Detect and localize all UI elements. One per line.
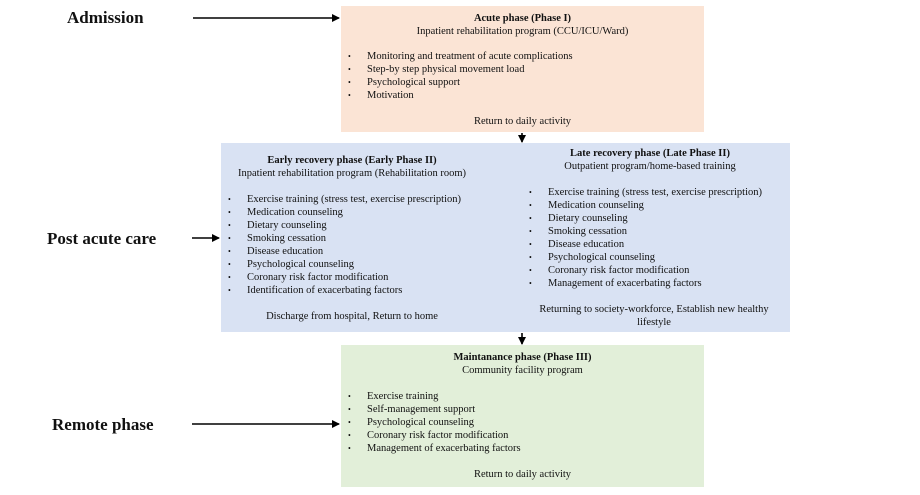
- late-recovery-item-text: Smoking cessation: [548, 226, 628, 237]
- bullet-icon: •: [228, 286, 231, 295]
- acute-phase-item-text: Motivation: [367, 90, 414, 101]
- maintenance-phase-item-text: Psychological counseling: [367, 417, 475, 428]
- bullet-icon: •: [228, 195, 231, 204]
- late-recovery-list-item: • Management of exacerbating factors: [529, 277, 762, 290]
- early-recovery-title: Early recovery phase (Early Phase II): [267, 155, 437, 166]
- maintenance-phase-item-text: Exercise training: [367, 391, 439, 402]
- acute-phase-footer: Return to daily activity: [473, 116, 572, 127]
- early-recovery-item-text: Exercise training (stress test, exercise…: [247, 194, 462, 205]
- bullet-icon: •: [348, 431, 351, 440]
- late-recovery-list-item: • Dietary counseling: [529, 212, 762, 225]
- acute-phase-list-item: • Psychological support: [348, 76, 573, 89]
- bullet-icon: •: [228, 260, 231, 269]
- late-recovery-item-text: Exercise training (stress test, exercise…: [548, 187, 763, 198]
- late-recovery-item-text: Management of exacerbating factors: [548, 278, 702, 289]
- maintenance-phase-list-item: • Coronary risk factor modification: [348, 429, 521, 442]
- bullet-icon: •: [228, 221, 231, 230]
- maintenance-phase-title: Maintanance phase (Phase III): [453, 352, 592, 363]
- early-recovery-item-text: Disease education: [247, 246, 324, 257]
- bullet-icon: •: [529, 266, 532, 275]
- early-recovery-item-text: Coronary risk factor modification: [247, 272, 389, 283]
- bullet-icon: •: [348, 418, 351, 427]
- early-recovery-item-text: Medication counseling: [247, 207, 343, 218]
- bullet-icon: •: [228, 234, 231, 243]
- early-recovery-list-item: • Identification of exacerbating factors: [228, 284, 461, 297]
- acute-phase-list-item: • Monitoring and treatment of acute compl…: [348, 50, 573, 63]
- bullet-icon: •: [348, 52, 351, 61]
- early-recovery-list-item: • Medication counseling: [228, 206, 461, 219]
- stage-label-post-acute-care: Post acute care: [47, 229, 157, 248]
- late-recovery-item-text: Dietary counseling: [548, 213, 628, 224]
- bullet-icon: •: [348, 392, 351, 401]
- acute-phase-title: Acute phase (Phase I): [473, 13, 572, 24]
- late-recovery-title: Late recovery phase (Late Phase II): [570, 148, 730, 159]
- early-recovery-item-text: Psychological counseling: [247, 259, 355, 270]
- late-recovery-item-text: Disease education: [548, 239, 625, 250]
- early-recovery-list-item: • Dietary counseling: [228, 219, 461, 232]
- late-recovery-list-item: • Exercise training (stress test, exercis…: [529, 186, 762, 199]
- early-recovery-list-item: • Coronary risk factor modification: [228, 271, 461, 284]
- maintenance-phase-list-item: • Self-management support: [348, 403, 521, 416]
- bullet-icon: •: [228, 273, 231, 282]
- early-recovery-list-item: • Smoking cessation: [228, 232, 461, 245]
- bullet-icon: •: [529, 253, 532, 262]
- maintenance-phase-subtitle: Community facility program: [462, 365, 583, 376]
- late-recovery-item-text: Psychological counseling: [548, 252, 656, 263]
- maintenance-phase-item-list: • Exercise training • Self-management suppo…: [348, 390, 521, 455]
- late-recovery-list-item: • Smoking cessation: [529, 225, 762, 238]
- maintenance-phase-list-item: • Exercise training: [348, 390, 521, 403]
- maintenance-phase-footer: Return to daily activity: [473, 469, 572, 480]
- post-acute-care-box: Early recovery phase (Early Phase II) In…: [221, 143, 790, 332]
- acute-phase-item-text: Monitoring and treatment of acute compli…: [367, 51, 573, 62]
- bullet-icon: •: [529, 279, 532, 288]
- early-recovery-subtitle: Inpatient rehabilitation program (Rehabi…: [237, 168, 467, 179]
- bullet-icon: •: [529, 188, 532, 197]
- acute-phase-subtitle: Inpatient rehabilitation program (CCU/IC…: [416, 26, 629, 37]
- bullet-icon: •: [348, 78, 351, 87]
- maintenance-phase-list-item: • Psychological counseling: [348, 416, 521, 429]
- early-recovery-footer: Discharge from hospital, Return to home: [266, 311, 438, 322]
- bullet-icon: •: [348, 444, 351, 453]
- early-recovery-list-item: • Exercise training (stress test, exercis…: [228, 193, 461, 206]
- late-recovery-footer: Returning to society-workforce, Establis…: [539, 304, 769, 328]
- bullet-icon: •: [529, 214, 532, 223]
- maintenance-phase-item-text: Management of exacerbating factors: [367, 443, 521, 454]
- bullet-icon: •: [529, 227, 532, 236]
- acute-phase-box: Acute phase (Phase I) Inpatient rehabili…: [341, 6, 704, 132]
- stage-label-remote-phase: Remote phase: [52, 415, 154, 434]
- early-recovery-item-text: Identification of exacerbating factors: [247, 285, 403, 296]
- bullet-icon: •: [529, 240, 532, 249]
- late-recovery-item-text: Coronary risk factor modification: [548, 265, 690, 276]
- bullet-icon: •: [228, 247, 231, 256]
- bullet-icon: •: [348, 65, 351, 74]
- maintenance-phase-item-text: Coronary risk factor modification: [367, 430, 509, 441]
- bullet-icon: •: [228, 208, 231, 217]
- late-recovery-item-text: Medication counseling: [548, 200, 644, 211]
- acute-phase-item-list: • Monitoring and treatment of acute compl…: [348, 50, 573, 102]
- late-recovery-list-item: • Psychological counseling: [529, 251, 762, 264]
- early-recovery-item-text: Smoking cessation: [247, 233, 327, 244]
- late-recovery-list-item: • Medication counseling: [529, 199, 762, 212]
- bullet-icon: •: [348, 405, 351, 414]
- early-recovery-item-text: Dietary counseling: [247, 220, 327, 231]
- bullet-icon: •: [348, 91, 351, 100]
- late-recovery-list-item: • Coronary risk factor modification: [529, 264, 762, 277]
- acute-phase-item-text: Psychological support: [367, 77, 461, 88]
- early-recovery-list-item: • Disease education: [228, 245, 461, 258]
- late-recovery-list-item: • Disease education: [529, 238, 762, 251]
- late-recovery-item-list: • Exercise training (stress test, exercis…: [529, 186, 762, 290]
- maintenance-phase-item-text: Self-management support: [367, 404, 476, 415]
- maintenance-phase-box: Maintanance phase (Phase III) Community …: [341, 345, 704, 487]
- acute-phase-list-item: • Step-by step physical movement load: [348, 63, 573, 76]
- acute-phase-list-item: • Motivation: [348, 89, 573, 102]
- bullet-icon: •: [529, 201, 532, 210]
- stage-label-admission: Admission: [67, 8, 144, 27]
- maintenance-phase-list-item: • Management of exacerbating factors: [348, 442, 521, 455]
- late-recovery-subtitle: Outpatient program/home-based training: [564, 161, 736, 172]
- early-recovery-item-list: • Exercise training (stress test, exercis…: [228, 193, 461, 297]
- acute-phase-item-text: Step-by step physical movement load: [367, 64, 525, 75]
- early-recovery-list-item: • Psychological counseling: [228, 258, 461, 271]
